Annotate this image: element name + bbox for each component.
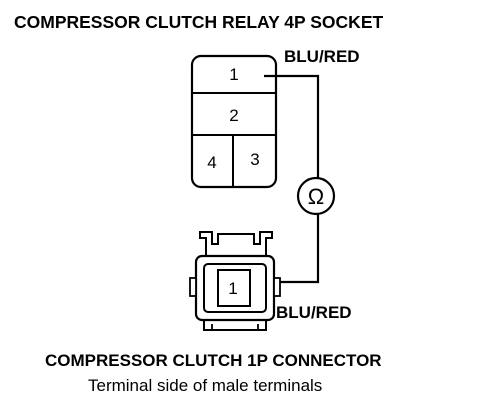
wire-label-top: BLU/RED [284, 47, 360, 66]
ohmmeter: Ω [296, 176, 336, 216]
relay-terminal-4: 4 [207, 153, 216, 172]
clutch-connector-subtitle: Terminal side of male terminals [88, 376, 322, 395]
clutch-terminal-1: 1 [228, 279, 237, 298]
connector-terminal-cavity [217, 269, 251, 307]
ohm-icon: Ω [308, 184, 324, 209]
ohmmeter-circle [296, 176, 336, 216]
connector-lock-tab [199, 231, 273, 256]
relay-socket-title: COMPRESSOR CLUTCH RELAY 4P SOCKET [14, 12, 383, 32]
clutch-connector: 1 [189, 231, 281, 331]
test-lead-upper [264, 74, 320, 178]
connector-guide-left [189, 277, 197, 297]
wire-label-bottom: BLU/RED [276, 303, 352, 322]
relay-terminal-3: 3 [250, 150, 259, 169]
relay-terminal-2: 2 [229, 106, 238, 125]
relay-terminal-1: 1 [229, 65, 238, 84]
connector-guide-right [273, 277, 281, 297]
connector-bottom-flange [203, 320, 267, 331]
relay-socket: 1 2 4 3 [190, 54, 278, 189]
clutch-connector-title: COMPRESSOR CLUTCH 1P CONNECTOR [45, 351, 382, 370]
